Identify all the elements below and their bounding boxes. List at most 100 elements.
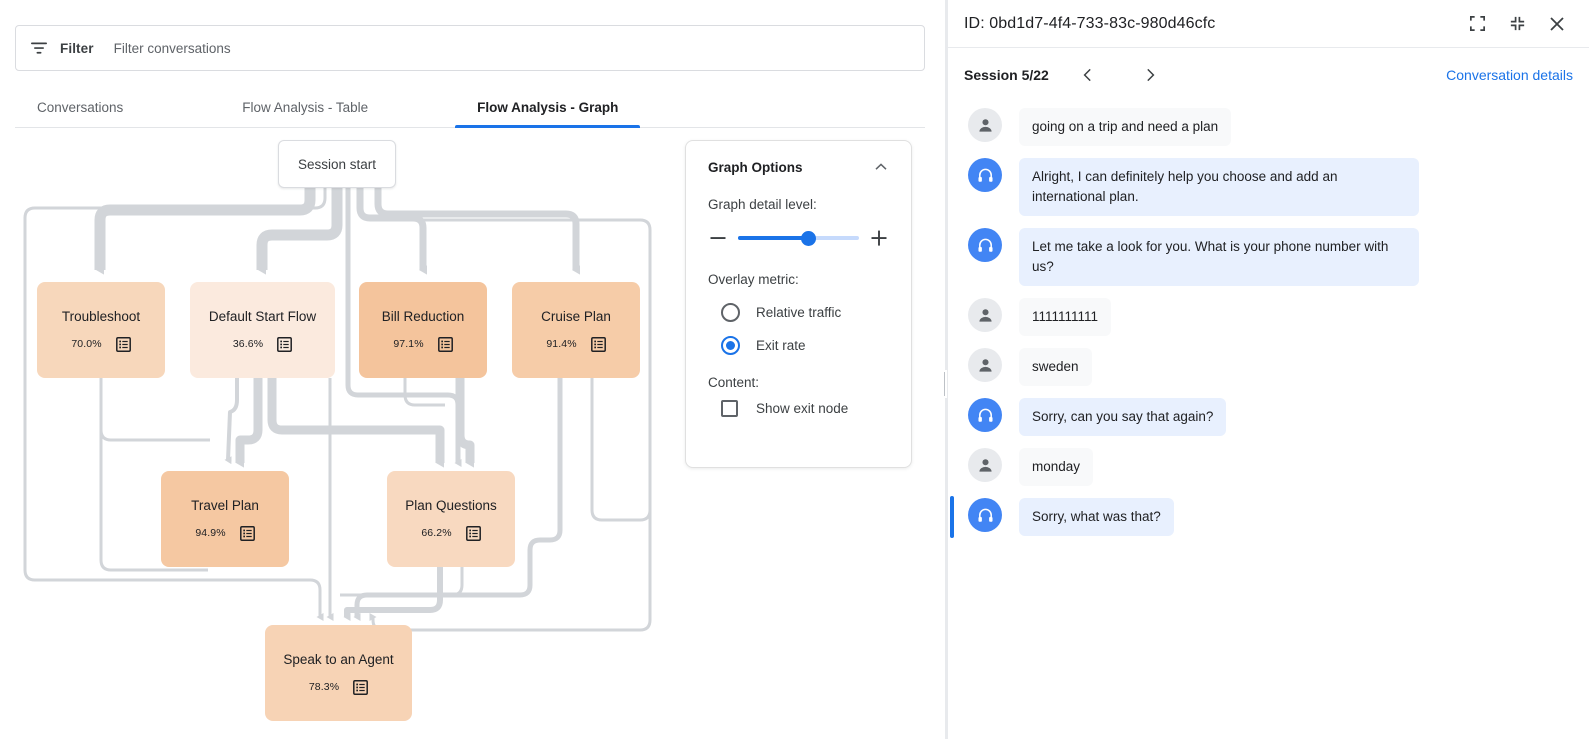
node-title: Plan Questions	[405, 497, 497, 513]
message-list[interactable]: going on a trip and need a plan Alright,…	[948, 102, 1589, 739]
node-title: Travel Plan	[191, 497, 259, 513]
expand-icon[interactable]	[1461, 8, 1493, 40]
user-avatar-icon	[968, 298, 1002, 332]
detail-level-label: Graph detail level:	[708, 197, 817, 212]
message-row: Let me take a look for you. What is your…	[948, 222, 1574, 292]
list-icon[interactable]	[590, 336, 606, 352]
chevron-right-icon[interactable]	[1135, 60, 1165, 90]
message-bubble: 1111111111	[1019, 298, 1112, 336]
user-avatar-icon	[968, 108, 1002, 142]
graph-node-bill-reduction[interactable]: Bill Reduction 97.1%	[359, 282, 487, 378]
pane-resize-handle[interactable]	[941, 370, 947, 398]
tab-label: Flow Analysis - Graph	[477, 99, 619, 115]
agent-headset-icon	[968, 498, 1002, 532]
flow-graph-canvas[interactable]: Session start Troubleshoot 70.0%	[0, 130, 947, 739]
node-exit-rate: 94.9%	[195, 527, 226, 539]
message-row: Alright, I can definitely help you choos…	[948, 152, 1574, 222]
node-meta: 97.1%	[393, 336, 453, 352]
node-exit-rate: 36.6%	[232, 338, 264, 350]
agent-headset-icon	[968, 228, 1002, 262]
node-meta: 66.2%	[421, 525, 481, 541]
message-bubble: Let me take a look for you. What is your…	[1019, 228, 1419, 286]
graph-node-travel-plan[interactable]: Travel Plan 94.9%	[161, 471, 289, 567]
conversation-panel: ID: 0bd1d7-4f4-733-83c-980d46cfc Session…	[947, 0, 1589, 739]
tab-flow-analysis-graph[interactable]: Flow Analysis - Graph	[455, 87, 641, 128]
checkbox-label: Show exit node	[756, 401, 849, 416]
content-label: Content:	[708, 375, 760, 390]
list-icon[interactable]	[277, 336, 293, 352]
session-start-label: Session start	[297, 156, 377, 172]
graph-options-title: Graph Options	[708, 159, 803, 175]
list-icon[interactable]	[437, 336, 453, 352]
graph-node-cruise-plan[interactable]: Cruise Plan 91.4%	[512, 282, 640, 378]
filter-bar[interactable]: Filter	[15, 25, 925, 71]
message-bubble: Sorry, can you say that again?	[1019, 398, 1227, 436]
graph-options-header[interactable]: Graph Options	[708, 159, 889, 175]
radio-relative-traffic[interactable]: Relative traffic	[708, 303, 889, 322]
graph-node-troubleshoot[interactable]: Troubleshoot 70.0%	[37, 282, 165, 378]
user-avatar-icon	[968, 348, 1002, 382]
graph-node-speak-to-an-agent[interactable]: Speak to an Agent 78.3%	[265, 625, 412, 721]
tab-flow-analysis-table[interactable]: Flow Analysis - Table	[220, 87, 390, 127]
node-meta: 36.6%	[232, 336, 293, 352]
left-pane: Filter Conversations Flow Analysis - Tab…	[0, 0, 947, 739]
filter-label: Filter	[60, 40, 94, 56]
overlay-metric-label: Overlay metric:	[708, 272, 799, 287]
list-icon[interactable]	[115, 336, 131, 352]
message-bubble: Alright, I can definitely help you choos…	[1019, 158, 1419, 216]
graph-edges	[23, 188, 652, 632]
message-bubble: going on a trip and need a plan	[1019, 108, 1232, 146]
plus-icon[interactable]	[869, 228, 889, 248]
node-exit-rate: 91.4%	[546, 338, 577, 350]
graph-node-plan-questions[interactable]: Plan Questions 66.2%	[387, 471, 515, 567]
chevron-left-icon[interactable]	[1073, 60, 1103, 90]
graph-node-default-start-flow[interactable]: Default Start Flow 36.6%	[190, 282, 335, 378]
radio-label: Relative traffic	[756, 305, 842, 320]
slider-thumb[interactable]	[800, 230, 816, 246]
close-icon[interactable]	[1541, 8, 1573, 40]
list-icon[interactable]	[239, 525, 255, 541]
tab-conversations[interactable]: Conversations	[15, 87, 145, 127]
radio-exit-rate[interactable]: Exit rate	[708, 336, 889, 355]
pane-divider	[945, 0, 947, 739]
agent-headset-icon	[968, 398, 1002, 432]
message-row: 1111111111	[948, 292, 1574, 342]
radio-button[interactable]	[721, 336, 740, 355]
checkbox-show-exit-node[interactable]: Show exit node	[708, 400, 889, 417]
node-exit-rate: 78.3%	[308, 681, 340, 693]
node-meta: 94.9%	[195, 525, 255, 541]
filter-input[interactable]	[113, 40, 910, 56]
agent-headset-icon	[968, 158, 1002, 192]
graph-node-session-start[interactable]: Session start	[278, 140, 396, 188]
message-row: Sorry, can you say that again?	[948, 392, 1574, 442]
detail-level-slider-row	[708, 228, 889, 248]
conversation-id: ID: 0bd1d7-4f4-733-83c-980d46cfc	[964, 14, 1216, 32]
node-meta: 70.0%	[71, 336, 131, 352]
conversation-header: ID: 0bd1d7-4f4-733-83c-980d46cfc	[948, 0, 1589, 48]
message-row: going on a trip and need a plan	[948, 102, 1574, 152]
list-icon[interactable]	[465, 525, 481, 541]
session-navigation-bar: Session 5/22 Conversation details	[948, 48, 1589, 102]
message-bubble: Sorry, what was that?	[1019, 498, 1174, 536]
tab-label: Conversations	[37, 99, 124, 115]
tab-label: Flow Analysis - Table	[242, 99, 369, 115]
message-row: monday	[948, 442, 1574, 492]
radio-button[interactable]	[721, 303, 740, 322]
node-title: Cruise Plan	[541, 308, 611, 324]
chevron-up-icon[interactable]	[873, 159, 889, 175]
collapse-icon[interactable]	[1501, 8, 1533, 40]
slider-fill	[738, 236, 809, 240]
user-avatar-icon	[968, 448, 1002, 482]
filter-icon	[30, 39, 48, 57]
checkbox[interactable]	[721, 400, 738, 417]
message-bubble: sweden	[1019, 348, 1092, 386]
detail-level-slider[interactable]	[738, 230, 859, 246]
node-meta: 78.3%	[308, 679, 369, 695]
node-exit-rate: 97.1%	[393, 338, 424, 350]
tab-bar: Conversations Flow Analysis - Table Flow…	[15, 88, 925, 128]
message-row: sweden	[948, 342, 1574, 392]
minus-icon[interactable]	[708, 228, 728, 248]
conversation-details-link[interactable]: Conversation details	[1446, 67, 1573, 83]
list-icon[interactable]	[353, 679, 369, 695]
